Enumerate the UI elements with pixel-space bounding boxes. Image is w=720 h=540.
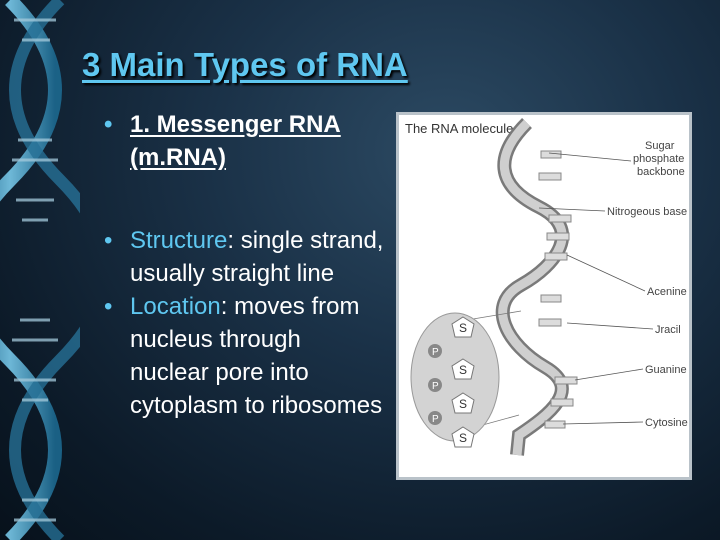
inset-sugars: S S S S <box>451 316 475 448</box>
label-sugar: Sugar <box>645 140 675 152</box>
label-nitrogenous-base: Nitrogeous base <box>607 206 687 218</box>
bullet-dot: • <box>104 227 113 254</box>
bullet-structure: • Structure: single strand, usually stra… <box>104 224 384 290</box>
label-uracil: Jracil <box>655 324 681 336</box>
base-rungs <box>538 150 578 429</box>
figure-title: The RNA molecule <box>405 121 513 136</box>
bullet-label: Structure <box>130 227 228 254</box>
slide-title: 3 Main Types of RNA <box>82 46 408 83</box>
label-leaders <box>538 152 654 425</box>
bullet-label: Location <box>130 293 221 320</box>
inset-backbone: P P P <box>428 344 442 425</box>
svg-text:S: S <box>459 363 467 377</box>
bullet-messenger-rna: • 1. Messenger RNA (m.RNA) <box>104 108 384 174</box>
dna-helix-decoration <box>0 0 80 540</box>
svg-text:S: S <box>459 397 467 411</box>
bullet-dot: • <box>104 111 113 138</box>
label-backbone: backbone <box>637 166 685 178</box>
label-guanine: Guanine <box>645 364 687 376</box>
bullet-list: • 1. Messenger RNA (m.RNA) • Structure: … <box>104 108 384 422</box>
bullet-text: 1. Messenger RNA (m.RNA) <box>130 111 341 171</box>
label-phosphate: phosphate <box>633 153 684 165</box>
svg-text:S: S <box>459 431 467 445</box>
svg-text:P: P <box>432 347 439 358</box>
svg-text:P: P <box>432 414 439 425</box>
svg-text:P: P <box>432 381 439 392</box>
svg-text:S: S <box>459 321 467 335</box>
label-adenine: Acenine <box>647 286 687 298</box>
bullet-location: • Location: moves from nucleus through n… <box>104 290 384 422</box>
label-cytosine: Cytosine <box>645 417 688 429</box>
rna-molecule-figure: The RNA molecule Sugar phosphate backbon… <box>396 112 692 480</box>
bullet-text: : single strand, usually straight line <box>130 227 384 287</box>
bullet-dot: • <box>104 293 113 320</box>
rna-diagram: The RNA molecule Sugar phosphate backbon… <box>405 118 688 456</box>
bullet-text: : moves from nucleus through nuclear por… <box>130 293 383 419</box>
